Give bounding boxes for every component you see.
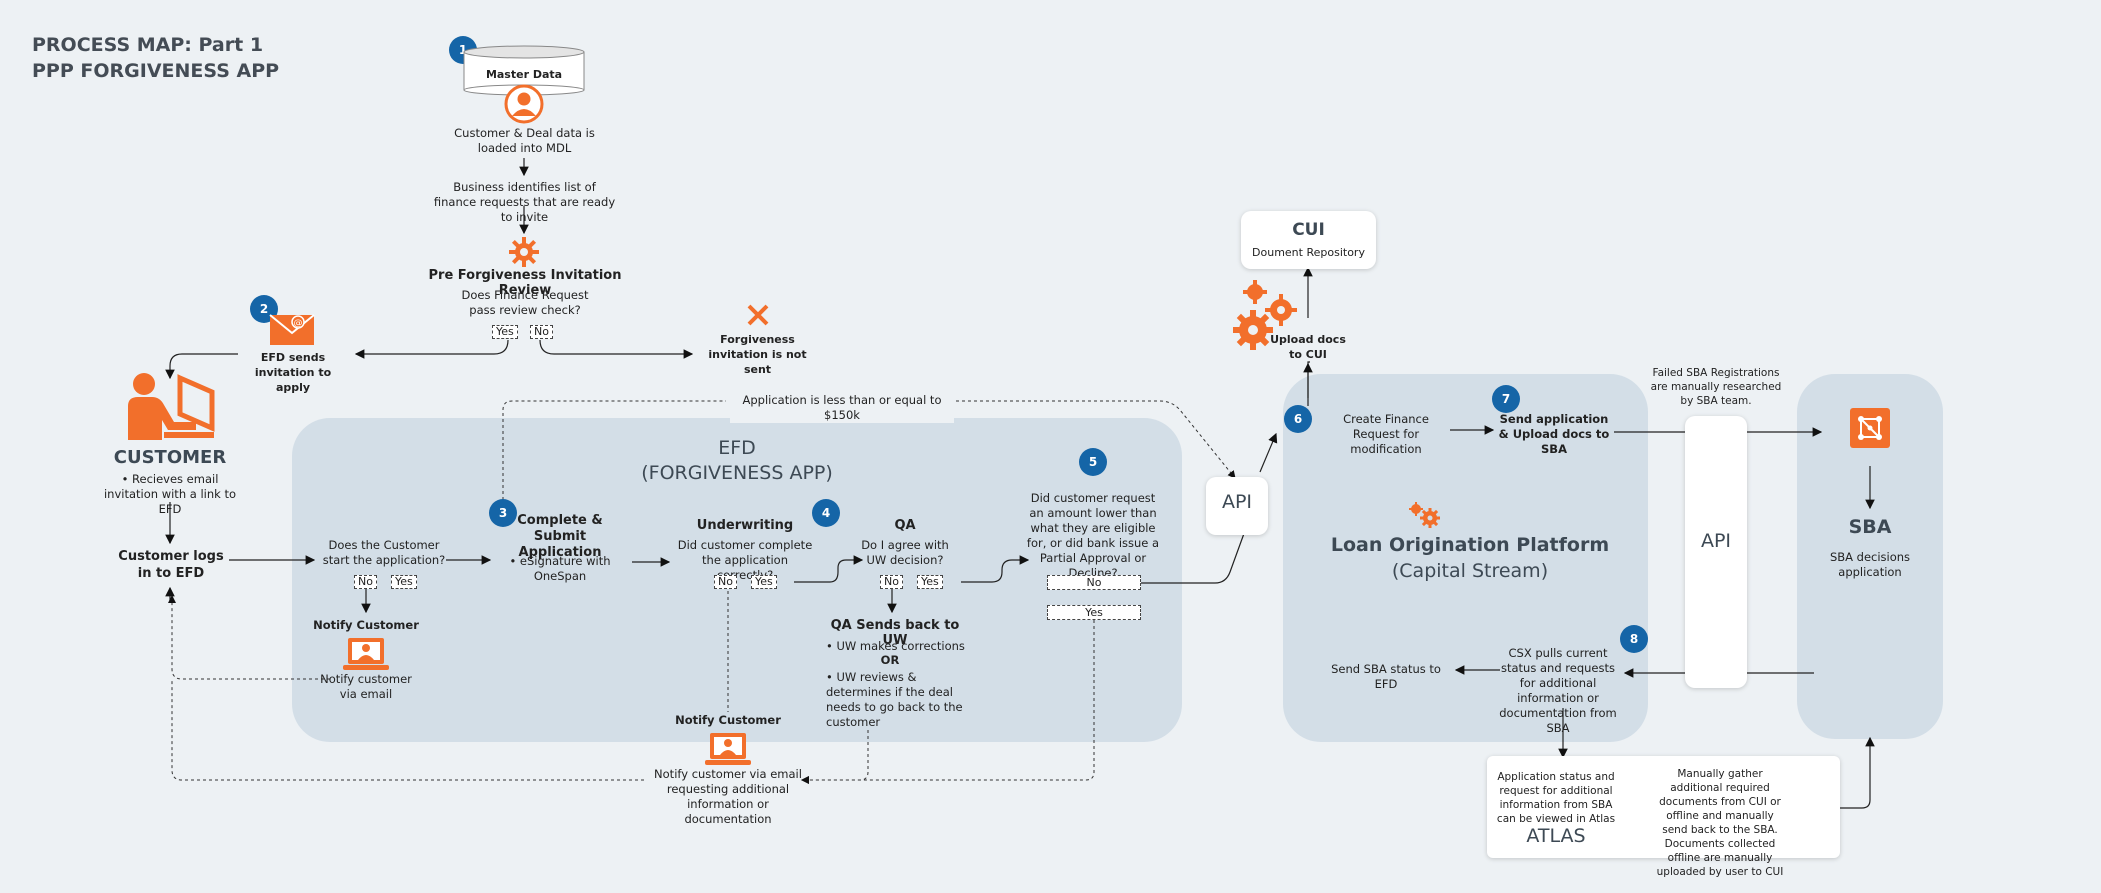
notify-customer-title-2: Notify Customer	[675, 713, 781, 727]
qa-no-option: No	[880, 575, 903, 589]
efd-subtitle: (FORGIVENESS APP)	[641, 462, 833, 484]
api-label-right: API	[1700, 530, 1732, 552]
qa-sends-back: QA Sends back to UW	[830, 618, 960, 648]
atlas-title: ATLAS	[1526, 825, 1586, 847]
start-question: Does the Customer start the application?	[322, 538, 446, 567]
atlas-card	[1487, 756, 1840, 858]
laptop-user-icon-2	[705, 731, 751, 767]
qa-or: OR	[880, 653, 900, 667]
notify-customer-desc-2: Notify customer via email requesting add…	[654, 767, 802, 826]
gear-icon	[508, 236, 540, 268]
start-yes-option: Yes	[391, 575, 417, 589]
csx-pulls-status: CSX pulls current status and requests fo…	[1499, 646, 1617, 735]
review-question: Does Finance Request pass review check?	[461, 288, 589, 317]
lop-title: Loan Origination Platform	[1330, 534, 1610, 556]
efd-panel	[292, 418, 1182, 742]
uw-yes-option: Yes	[751, 575, 777, 589]
failed-sba-registrations: Failed SBA Registrations are manually re…	[1650, 367, 1782, 407]
start-no-option: No	[354, 575, 377, 589]
customer-description: • Recieves email invitation with a link …	[103, 472, 237, 516]
sba-description: SBA decisions application	[1829, 550, 1911, 579]
user-icon	[504, 84, 544, 124]
qa-bullet-1: • UW makes corrections	[826, 639, 965, 653]
notify-customer-desc-1: Notify customer via email	[320, 672, 412, 701]
title-line1: PROCESS MAP: Part 1	[32, 34, 264, 56]
underwriting-question: Did customer complete the application co…	[677, 538, 813, 582]
step-badge-4: 4	[812, 499, 840, 527]
underwriting-title: Underwriting	[696, 518, 794, 533]
efd-title: EFD	[718, 437, 756, 459]
upload-docs-cui: Upload docs to CUI	[1270, 333, 1346, 361]
title-line2: PPP FORGIVENESS APP	[32, 60, 280, 82]
cui-title: CUI	[1292, 220, 1325, 240]
efd-sends-invitation: EFD sends invitation to apply	[254, 351, 332, 394]
uw-no-option: No	[714, 575, 737, 589]
qa-yes-option: Yes	[917, 575, 943, 589]
decision-question: Did customer request an amount lower tha…	[1026, 491, 1160, 580]
create-finance-request: Create Finance Request for modification	[1343, 412, 1429, 456]
api-box-right: API	[1685, 416, 1747, 688]
step-badge-8: 8	[1620, 625, 1648, 653]
threshold-label: Application is less than or equal to $15…	[730, 393, 954, 423]
send-sba-status: Send SBA status to EFD	[1331, 662, 1441, 691]
step-badge-5: 5	[1079, 448, 1107, 476]
decision-no-option: No	[1047, 575, 1141, 590]
close-x-icon	[745, 302, 771, 328]
qa-question: Do I agree with UW decision?	[861, 538, 949, 567]
send-application-sba: Send application & Upload docs to SBA	[1498, 412, 1610, 456]
step-badge-7: 7	[1492, 385, 1520, 413]
share-network-icon	[1850, 408, 1890, 448]
customer-at-laptop-icon	[124, 372, 216, 448]
decision-yes-option: Yes	[1047, 605, 1141, 620]
loaded-step: Customer & Deal data is loaded into MDL	[454, 126, 595, 155]
atlas-status: Application status and request for addit…	[1496, 771, 1616, 825]
email-icon: @	[268, 311, 316, 347]
api-box-left: API	[1206, 477, 1268, 535]
review-no-option: No	[530, 325, 553, 339]
master-data-label: Master Data	[485, 68, 563, 81]
review-yes-option: Yes	[492, 325, 518, 339]
qa-title: QA	[894, 518, 916, 533]
customer-title: CUSTOMER	[113, 447, 227, 468]
complete-submit-title: Complete & Submit Application	[517, 513, 603, 560]
gears-icon	[1233, 280, 1301, 352]
svg-text:@: @	[294, 319, 303, 329]
step-badge-2: 2	[250, 295, 278, 323]
cui-repository-card: CUI Doument Repository	[1241, 211, 1376, 269]
api-label-left: API	[1221, 491, 1253, 513]
loan-origination-panel	[1283, 374, 1648, 742]
lop-subtitle: (Capital Stream)	[1391, 560, 1549, 582]
cui-subtitle: Doument Repository	[1252, 246, 1365, 259]
customer-logs-in: Customer logs in to EFD	[118, 549, 224, 581]
atlas-manual-gather: Manually gather additional required docu…	[1656, 768, 1784, 878]
page-title: PROCESS MAP: Part 1 PPP FORGIVENESS APP	[32, 32, 279, 84]
sba-title: SBA	[1848, 516, 1892, 538]
review-title: Pre Forgiveness Invitation Review	[428, 268, 622, 298]
qa-bullet-2: • UW reviews & determines if the deal ne…	[826, 670, 963, 729]
invitation-not-sent: Forgiveness invitation is not sent	[708, 333, 807, 376]
notify-customer-title-1: Notify Customer	[313, 618, 419, 632]
step-badge-3: 3	[489, 499, 517, 527]
business-step: Business identifies list of finance requ…	[433, 180, 616, 224]
gears-icon-small	[1406, 500, 1442, 530]
laptop-user-icon	[343, 636, 389, 672]
step-badge-6: 6	[1284, 405, 1312, 433]
esignature-bullet: • eSignature with OneSpan	[509, 554, 611, 583]
